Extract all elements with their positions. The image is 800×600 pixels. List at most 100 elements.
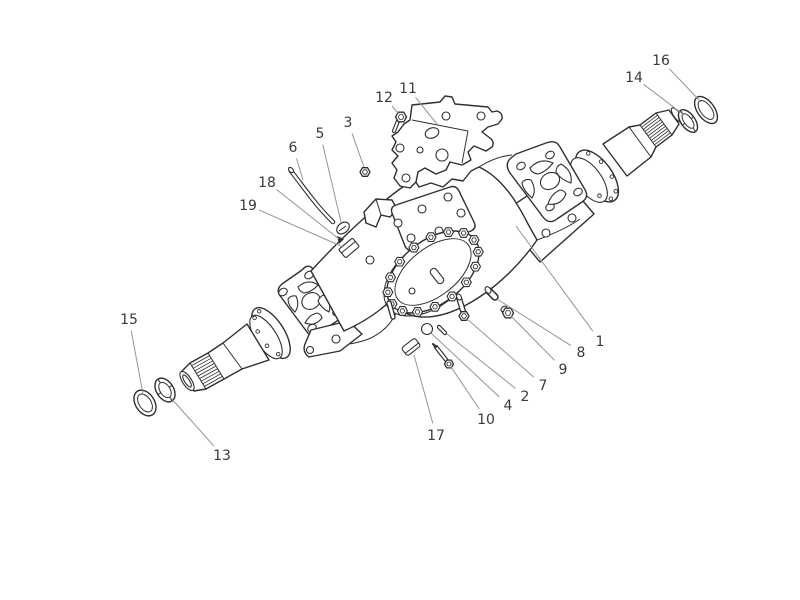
hex-head-face bbox=[461, 313, 467, 319]
callout-label-11: 11 bbox=[399, 81, 417, 97]
left-shaft-spline bbox=[189, 352, 225, 390]
right-hub-bolt-holes bbox=[586, 151, 619, 202]
sleeve-end bbox=[484, 286, 492, 294]
spline-ridge bbox=[641, 114, 658, 128]
flange-bolt bbox=[442, 227, 455, 237]
callout-leader-2 bbox=[446, 333, 516, 389]
plate-cutout bbox=[287, 295, 299, 313]
key-detail bbox=[404, 342, 419, 354]
gusset-hole bbox=[393, 218, 403, 228]
hub-rim-hole bbox=[597, 193, 602, 198]
pin-core bbox=[438, 326, 446, 334]
flange-bolt bbox=[394, 256, 406, 267]
callout-label-1: 1 bbox=[596, 334, 605, 350]
spline-ridge bbox=[639, 112, 657, 126]
arm-flange-hole bbox=[567, 213, 577, 223]
sleeve-8 bbox=[484, 286, 499, 301]
housing-neck-curve bbox=[478, 154, 513, 168]
bracket-fold-line bbox=[411, 119, 469, 132]
loose-fasteners bbox=[401, 286, 508, 364]
callout-leader-9 bbox=[510, 315, 555, 361]
callout-leader-11 bbox=[415, 96, 438, 125]
ring-spoke bbox=[168, 384, 173, 388]
hex-heads bbox=[359, 111, 515, 369]
hub-rim-hole bbox=[256, 309, 262, 314]
spline-ridge bbox=[655, 134, 673, 148]
ring-spoke bbox=[157, 392, 162, 396]
plate-cutout bbox=[521, 178, 535, 199]
callout-label-10: 10 bbox=[477, 412, 495, 428]
hex-head bbox=[394, 111, 408, 123]
right-shaft-spline bbox=[639, 112, 673, 148]
callout-label-3: 3 bbox=[344, 115, 353, 131]
left-spring-plate bbox=[277, 265, 344, 337]
spline-ridge bbox=[642, 117, 660, 130]
seal-rings bbox=[133, 95, 719, 417]
ring-spoke bbox=[692, 127, 697, 132]
ring-spoke bbox=[682, 122, 686, 126]
gusset-hole bbox=[417, 204, 427, 214]
flange-bolt-face bbox=[396, 259, 403, 265]
arm-flange-hole bbox=[331, 334, 341, 344]
spline-ridge bbox=[193, 357, 212, 369]
key-17 bbox=[401, 338, 421, 356]
plate-cutout bbox=[297, 281, 319, 294]
flange-bolt-face bbox=[463, 279, 470, 285]
flange-bolt bbox=[468, 235, 480, 245]
bracket-hole bbox=[441, 111, 451, 121]
callout-leader-5 bbox=[322, 144, 342, 223]
pin-2 bbox=[436, 324, 448, 336]
housing-bottom-lip bbox=[348, 312, 397, 345]
bracket-outline bbox=[391, 95, 503, 189]
flange-bolt bbox=[457, 228, 470, 238]
stud-7 bbox=[455, 293, 466, 314]
flange-bolt bbox=[460, 277, 472, 288]
flange-bolt-face bbox=[384, 289, 391, 295]
flange-bolt-face bbox=[399, 308, 406, 314]
flange-bolt bbox=[408, 242, 420, 253]
bolt-shank-core bbox=[393, 120, 399, 132]
cover-small-hole bbox=[408, 287, 416, 295]
spline-ridge bbox=[197, 365, 217, 377]
left-tube-step-line bbox=[222, 342, 243, 370]
cover-flange-inner bbox=[394, 238, 472, 306]
spline-ridge bbox=[201, 370, 220, 382]
hub-rim-hole bbox=[275, 351, 281, 357]
plate-cutout bbox=[555, 163, 572, 184]
hub-rim-hole bbox=[609, 174, 615, 179]
flange-bolt bbox=[382, 287, 394, 298]
breather-hose-core bbox=[289, 169, 335, 224]
bolt-shank-core bbox=[434, 345, 449, 363]
plate-cutout bbox=[547, 189, 567, 205]
flange-bolt-face bbox=[460, 230, 467, 236]
spline-ridge bbox=[205, 378, 225, 390]
callout-label-7: 7 bbox=[539, 378, 548, 394]
flange-bolt bbox=[472, 246, 484, 257]
flange-stud-core bbox=[387, 301, 395, 319]
ball-4 bbox=[420, 322, 434, 336]
callout-leader-14 bbox=[643, 83, 685, 116]
arm-flange-hole bbox=[305, 345, 315, 355]
bolt-10 bbox=[432, 343, 450, 364]
callout-label-4: 4 bbox=[504, 398, 513, 414]
callout-leader-15 bbox=[130, 330, 144, 395]
spline-ridge bbox=[654, 132, 671, 146]
hose-clamp bbox=[338, 238, 360, 258]
hub-rim-hole bbox=[586, 151, 591, 156]
callout-leader-19 bbox=[258, 209, 344, 248]
callout-label-14: 14 bbox=[625, 70, 643, 86]
left-axle-tube bbox=[181, 323, 270, 392]
ring-spoke bbox=[157, 378, 161, 384]
hex-head-face bbox=[504, 310, 512, 316]
callout-label-6: 6 bbox=[289, 140, 298, 156]
key-body bbox=[401, 338, 421, 356]
callout-label-12: 12 bbox=[375, 90, 393, 106]
callout-leader-3 bbox=[351, 133, 365, 168]
callout-leader-18 bbox=[276, 189, 340, 240]
plate-corner-hole bbox=[516, 161, 526, 171]
callout-label-9: 9 bbox=[559, 362, 568, 378]
flange-bolt-face bbox=[475, 249, 482, 255]
spline-ridge bbox=[204, 376, 223, 387]
